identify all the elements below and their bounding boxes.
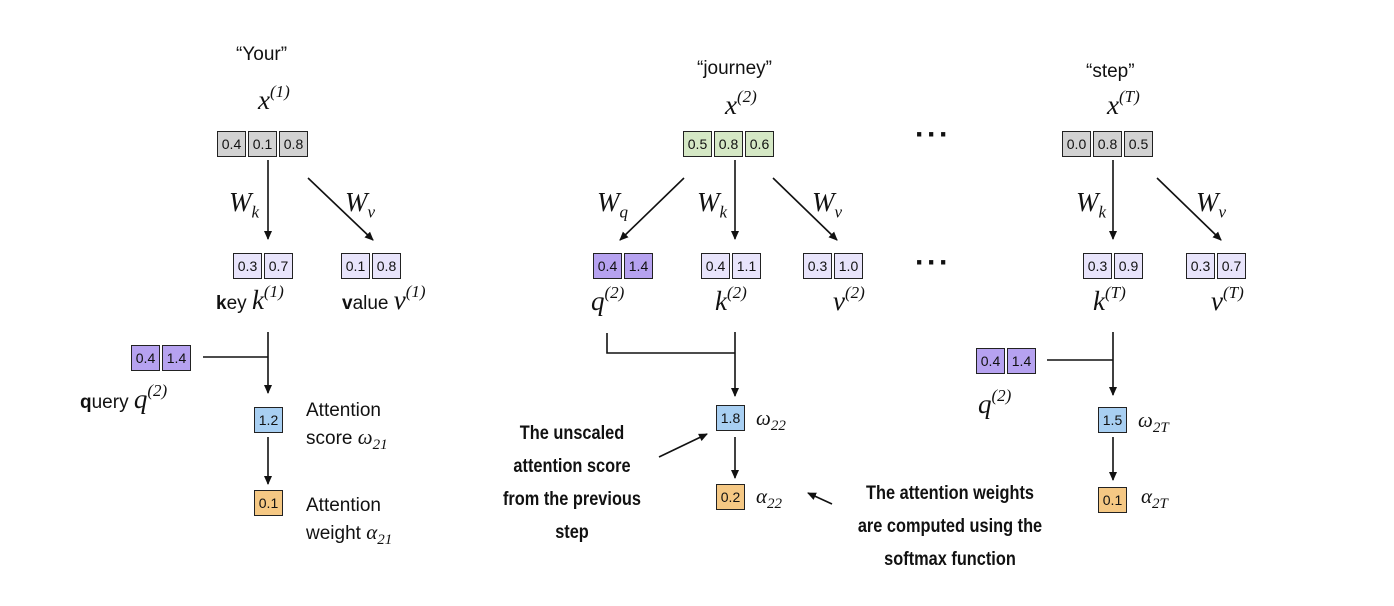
vT-cell: 0.3 <box>1186 253 1215 279</box>
score2T-cell: 1.5 <box>1098 407 1127 433</box>
k2-cell: 0.4 <box>701 253 730 279</box>
kT-vector: 0.3 0.9 <box>1083 253 1143 279</box>
k1-cell: 0.3 <box>233 253 262 279</box>
value-v1-label: value v(1) <box>342 282 426 315</box>
wv-label-right: Wv <box>1196 187 1227 222</box>
note-unscaled-score: The unscaled attention score from the pr… <box>502 423 642 543</box>
q2-label-right: q(2) <box>978 386 1012 419</box>
weight2T-box: 0.1 <box>1098 487 1127 513</box>
arrow-x2-to-q2 <box>619 177 685 241</box>
weight21-box: 0.1 <box>254 490 283 516</box>
arrow-note-to-weight22 <box>807 492 833 505</box>
omega22-label: ω22 <box>756 406 786 435</box>
q2-cell: 1.4 <box>624 253 653 279</box>
v1-vector: 0.1 0.8 <box>341 253 401 279</box>
x1-cell: 0.1 <box>248 131 277 157</box>
x1-cell: 0.4 <box>217 131 246 157</box>
x2-vector: 0.5 0.8 0.6 <box>683 131 774 157</box>
weight2T-cell: 0.1 <box>1098 487 1127 513</box>
v2-vector: 0.3 1.0 <box>803 253 863 279</box>
score21-box: 1.2 <box>254 407 283 433</box>
weight22-box: 0.2 <box>716 484 745 510</box>
x2-cell: 0.6 <box>745 131 774 157</box>
arrow-xT-to-vT <box>1156 177 1222 241</box>
attention-weight-label: Attention weight α21 <box>306 495 393 549</box>
wk-label-right: Wk <box>1076 187 1107 222</box>
note-softmax: The attention weights are computed using… <box>857 483 1043 570</box>
vT-cell: 0.7 <box>1217 253 1246 279</box>
alpha22-label: α22 <box>756 484 783 513</box>
q2-left-cell: 1.4 <box>162 345 191 371</box>
x1-vector: 0.4 0.1 0.8 <box>217 131 308 157</box>
wv-label-middle: Wv <box>812 187 843 222</box>
ellipsis-top: ··· <box>915 118 951 151</box>
score21-cell: 1.2 <box>254 407 283 433</box>
k2-cell: 1.1 <box>732 253 761 279</box>
score22-cell: 1.8 <box>716 405 745 431</box>
q2-cell: 0.4 <box>593 253 622 279</box>
query-q2-label: query q(2) <box>80 381 168 414</box>
q2-vector: 0.4 1.4 <box>593 253 653 279</box>
arrow-x2-to-v2 <box>772 177 838 241</box>
kT-cell: 0.3 <box>1083 253 1112 279</box>
x1-label: x(1) <box>258 82 290 115</box>
score22-box: 1.8 <box>716 405 745 431</box>
xT-cell: 0.0 <box>1062 131 1091 157</box>
q2-left-cell: 0.4 <box>131 345 160 371</box>
alpha2T-label: α2T <box>1141 484 1168 513</box>
k1-vector: 0.3 0.7 <box>233 253 293 279</box>
token-journey-label: “journey” <box>697 58 772 79</box>
wv-label-left: Wv <box>345 187 376 222</box>
q2-right-cell: 1.4 <box>1007 348 1036 374</box>
weight22-cell: 0.2 <box>716 484 745 510</box>
v2-label: v(2) <box>833 283 865 316</box>
attention-score-label: Attention score ω21 <box>306 400 388 454</box>
xT-cell: 0.8 <box>1093 131 1122 157</box>
q2-label: q(2) <box>591 283 625 316</box>
xT-vector: 0.0 0.8 0.5 <box>1062 131 1153 157</box>
arrow-note-to-score22 <box>658 433 708 458</box>
score2T-box: 1.5 <box>1098 407 1127 433</box>
k2-vector: 0.4 1.1 <box>701 253 761 279</box>
v2-cell: 0.3 <box>803 253 832 279</box>
ellipsis-middle: ··· <box>915 246 951 279</box>
xT-cell: 0.5 <box>1124 131 1153 157</box>
k2-label: k(2) <box>715 283 747 316</box>
q2-vector-right: 0.4 1.4 <box>976 348 1036 374</box>
x2-cell: 0.8 <box>714 131 743 157</box>
v1-cell: 0.1 <box>341 253 370 279</box>
x2-cell: 0.5 <box>683 131 712 157</box>
vT-label: v(T) <box>1211 283 1244 316</box>
kT-label: k(T) <box>1093 283 1126 316</box>
wk-label-left: Wk <box>229 187 260 222</box>
key-k1-label: key k(1) <box>216 282 284 315</box>
q2-right-cell: 0.4 <box>976 348 1005 374</box>
v1-cell: 0.8 <box>372 253 401 279</box>
omega2T-label: ω2T <box>1138 408 1169 437</box>
line-q2-k2-join <box>606 333 735 354</box>
arrow-x1-to-v1 <box>307 177 374 241</box>
kT-cell: 0.9 <box>1114 253 1143 279</box>
q2-vector-left: 0.4 1.4 <box>131 345 191 371</box>
vT-vector: 0.3 0.7 <box>1186 253 1246 279</box>
x1-cell: 0.8 <box>279 131 308 157</box>
token-step-label: “step” <box>1086 61 1135 82</box>
k1-cell: 0.7 <box>264 253 293 279</box>
token-your-label: “Your” <box>236 44 288 65</box>
weight21-cell: 0.1 <box>254 490 283 516</box>
v2-cell: 1.0 <box>834 253 863 279</box>
wq-label: Wq <box>597 187 628 222</box>
x2-label: x(2) <box>725 87 757 120</box>
xT-label: x(T) <box>1107 87 1140 120</box>
wk-label-middle: Wk <box>697 187 728 222</box>
